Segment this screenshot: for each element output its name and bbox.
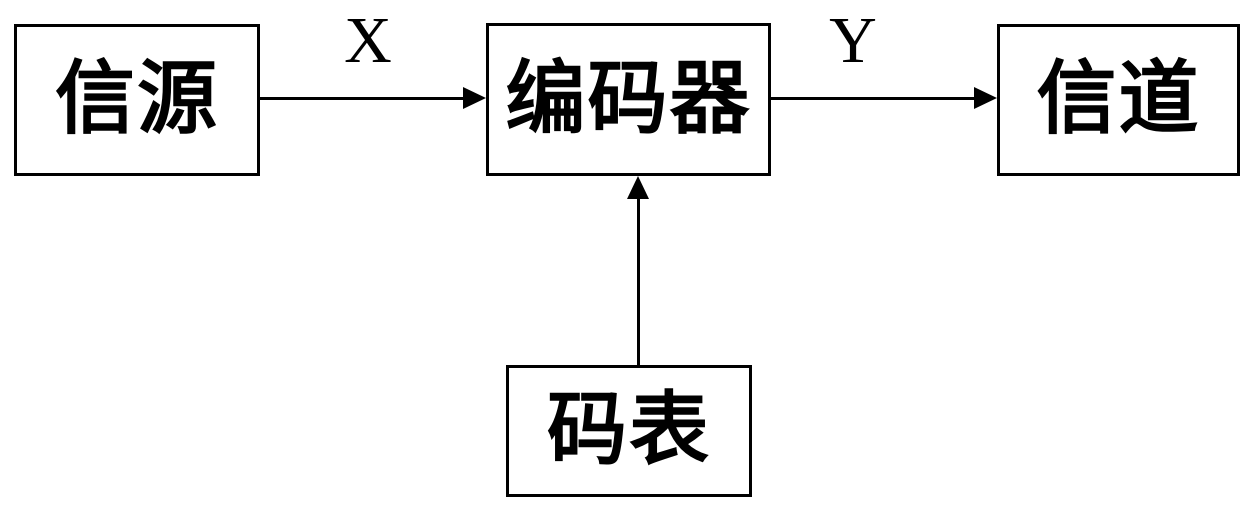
arrow-codebook-to-encoder-shaft <box>637 196 640 365</box>
node-encoder-label: 编码器 <box>505 55 752 144</box>
node-codebook-label: 码表 <box>547 387 711 475</box>
node-source-label: 信源 <box>55 56 219 144</box>
arrow-encoder-to-channel-head-icon <box>974 87 997 109</box>
arrow-encoder-to-channel-shaft <box>771 97 975 100</box>
node-encoder-box: 编码器 <box>486 23 771 176</box>
node-source-box: 信源 <box>14 24 260 176</box>
edge-label-y: Y <box>829 4 877 77</box>
arrow-codebook-to-encoder-head-icon <box>627 176 649 199</box>
node-channel-label: 信道 <box>1036 56 1201 144</box>
edge-label-x: X <box>344 4 392 77</box>
node-codebook-box: 码表 <box>506 365 752 497</box>
arrow-source-to-encoder-head-icon <box>463 87 486 109</box>
node-channel-box: 信道 <box>997 24 1240 176</box>
arrow-source-to-encoder-shaft <box>260 97 464 100</box>
